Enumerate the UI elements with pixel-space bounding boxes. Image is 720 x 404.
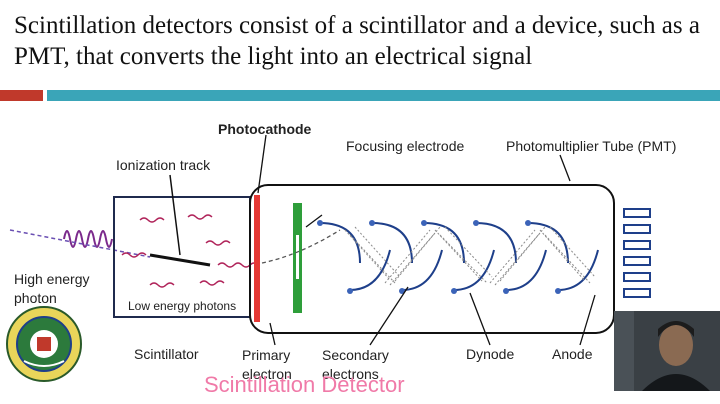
label-primary-electron: Primary electron: [242, 347, 292, 382]
low-energy-photon-waves: [121, 214, 259, 288]
title-accent-red: [0, 90, 43, 101]
label-secondary-electrons: Secondary electrons: [322, 347, 389, 382]
presenter-silhouette: [614, 311, 720, 391]
presenter-webcam: [614, 311, 720, 391]
label-anode: Anode: [552, 346, 593, 362]
ionization-pointer: [169, 174, 181, 256]
ionization-track-line: [149, 253, 211, 267]
watermark-text: Scintillation Detector: [204, 372, 405, 397]
label-ionization-track: Ionization track: [116, 157, 211, 173]
photocathode-plate: [254, 195, 260, 322]
label-dynode: Dynode: [466, 346, 515, 362]
primary-electron-path: [261, 229, 341, 264]
label-low-energy-photons: Low energy photons: [128, 299, 237, 313]
title-accent-teal: [47, 90, 720, 101]
photon-path: [9, 229, 151, 258]
label-focusing-electrode: Focusing electrode: [346, 138, 465, 154]
dynodes: [319, 222, 599, 291]
pmt-pins: [623, 208, 651, 298]
pmt-tube: [249, 184, 615, 334]
label-pmt: Photomultiplier Tube (PMT): [506, 138, 677, 154]
incoming-photon-wave: [63, 230, 113, 248]
label-photocathode: Photocathode: [218, 121, 312, 137]
slide-title: Scintillation detectors consist of a sci…: [14, 12, 700, 70]
college-seal-logo: [6, 306, 82, 382]
label-high-energy-photon: High energy photon: [14, 271, 90, 306]
label-scintillator: Scintillator: [134, 346, 199, 362]
scintillation-diagram: [9, 134, 651, 346]
electron-cascades: [344, 226, 596, 286]
